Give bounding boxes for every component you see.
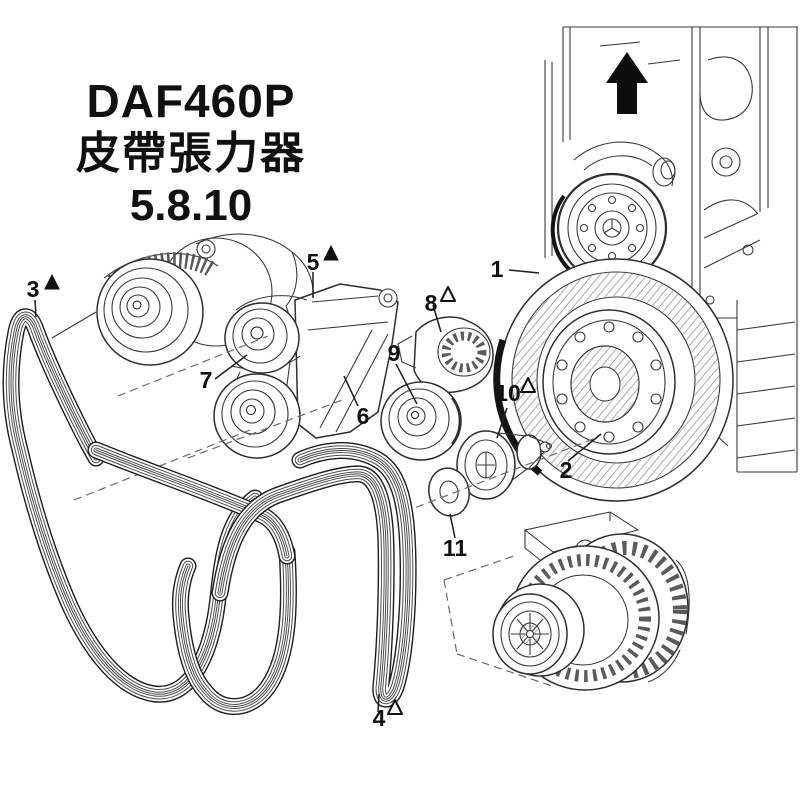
projection-lines [51, 311, 597, 687]
part-label-3: 3 [27, 276, 40, 302]
part-label-2: 2 [560, 457, 573, 483]
part-label-9: 9 [388, 340, 401, 366]
alternator [492, 511, 690, 691]
washer [428, 467, 470, 517]
filled-triangle-icon [44, 273, 60, 290]
water-pump-pulley [96, 233, 314, 366]
crankshaft-damper-pulley [493, 258, 734, 502]
leader-lines [34, 269, 602, 713]
part-label-8: 8 [425, 290, 438, 316]
open-triangle-icon [520, 377, 536, 393]
secondary-tensioner [380, 316, 494, 461]
title-block: DAF460P 皮帶張力器 5.8.10 [46, 74, 336, 232]
part-label-5: 5 [307, 249, 320, 275]
part-label-7: 7 [200, 367, 213, 393]
open-triangle-icon [387, 699, 403, 715]
idler-pulley [456, 430, 553, 500]
part-label-11: 11 [443, 535, 468, 561]
filled-triangle-icon [323, 244, 339, 261]
open-triangle-icon [440, 286, 456, 302]
part-label-1: 1 [491, 256, 504, 282]
title-product: 皮帶張力器 [76, 129, 306, 179]
up-arrow-icon [606, 52, 648, 114]
part-label-4: 4 [373, 705, 386, 731]
title-code: 5.8.10 [129, 181, 253, 231]
part-label-6: 6 [357, 403, 370, 429]
part-labels: 1 2 3 4 5 6 7 8 9 10 11 [27, 244, 573, 731]
title-model: DAF460P [86, 75, 296, 127]
belt-tensioner-assembly [213, 283, 399, 459]
engine-block [544, 26, 798, 473]
part-label-10: 10 [495, 380, 521, 406]
